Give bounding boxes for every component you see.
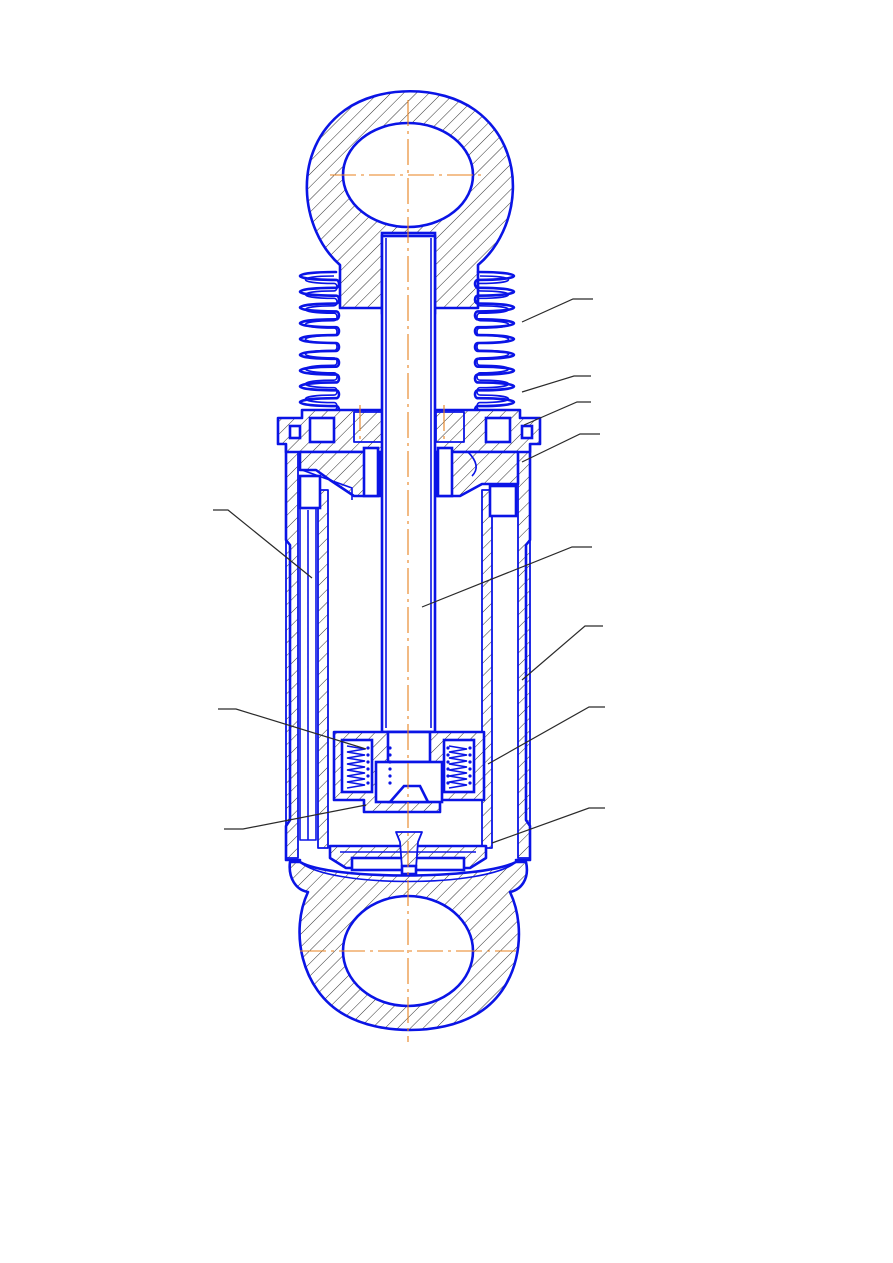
leader-left-3 [224,804,367,830]
leader-right-2 [521,375,591,393]
spring-coil-dot [366,767,370,771]
callout-leaders [213,298,605,844]
spring-coil-dot [446,767,450,771]
spring-coil-dot [446,774,450,778]
leader-right-4 [521,433,600,463]
leader-right-1 [521,298,593,323]
spring-coil-dot [388,746,392,750]
spring-coil-dot [468,746,472,750]
spring-coil-dot [366,746,370,750]
leader-right-6 [521,625,603,681]
spring-coil-dot [468,781,472,785]
leader-left-2 [218,708,367,750]
spring-coil-dot [468,753,472,757]
spring-coil-dot [366,760,370,764]
leader-right-8 [491,807,605,844]
center-lines [300,100,516,1042]
spring-coil-dot [468,767,472,771]
spring-coil-dot [388,753,392,757]
spring-coil-dot [388,760,392,764]
spring-coil-dot [446,753,450,757]
leader-left-1 [213,509,313,579]
spring-coil-dot [388,781,392,785]
dust-bellows [298,270,516,416]
spring-coil-dot [366,781,370,785]
leader-right-3 [523,401,591,426]
spring-coil-dot [468,774,472,778]
spring-coil-dot [388,767,392,771]
spring-coil-dot [388,774,392,778]
spring-coil-dot [446,781,450,785]
spring-coil-dot [366,774,370,778]
spring-coil-dot [446,760,450,764]
outer-cylinder [284,438,532,862]
spring-coil-dot [446,746,450,750]
piston-valve-assembly [332,730,486,814]
spring-coil-dot [366,753,370,757]
leader-right-5 [421,546,592,608]
leader-right-7 [487,706,605,765]
spring-coil-dot [468,760,472,764]
